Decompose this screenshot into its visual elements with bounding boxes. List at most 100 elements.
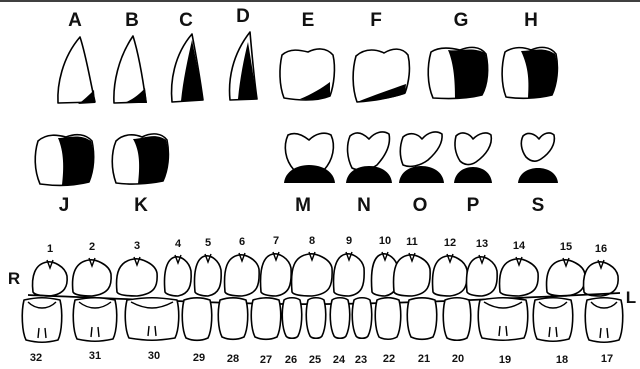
stage-label-e: E — [302, 10, 315, 31]
upper-tooth — [500, 257, 539, 296]
tooth-stage-d — [230, 32, 257, 100]
lower-tooth — [251, 298, 280, 340]
upper-tooth-number: 1 — [47, 243, 53, 255]
lower-tooth — [125, 298, 178, 341]
tooth-stage-f — [353, 49, 409, 102]
stage-label-k: K — [134, 195, 148, 216]
stage-label-j: J — [59, 195, 70, 216]
side-label-right: R — [8, 269, 20, 288]
upper-tooth — [33, 260, 68, 296]
lower-tooth-number: 24 — [333, 354, 346, 366]
stage-label-c: C — [179, 10, 193, 31]
lower-tooth — [22, 298, 61, 343]
upper-tooth — [547, 258, 586, 296]
lower-tooth-number: 25 — [309, 354, 321, 366]
tooth-stage-e — [280, 49, 334, 100]
tooth-stage-c — [172, 34, 203, 102]
upper-tooth-number: 2 — [89, 241, 95, 253]
upper-tooth — [394, 253, 431, 296]
stage-label-a: A — [68, 10, 82, 31]
lower-tooth-number: 27 — [260, 354, 272, 366]
side-label-left: L — [626, 288, 636, 307]
upper-tooth — [334, 252, 365, 296]
tooth-stage-h — [502, 47, 557, 98]
upper-tooth-number: 8 — [309, 235, 315, 247]
lower-tooth-number: 21 — [418, 353, 430, 365]
stage-label-n: N — [357, 195, 371, 216]
lower-tooth-number: 18 — [556, 354, 568, 366]
upper-tooth — [467, 255, 498, 296]
tooth-stage-k — [112, 134, 168, 184]
tooth-stage-m — [284, 133, 335, 183]
stage-label-d: D — [236, 6, 250, 27]
lower-tooth — [443, 298, 470, 341]
lower-tooth — [585, 298, 622, 343]
lower-tooth-number: 30 — [148, 350, 160, 362]
lower-tooth — [306, 298, 325, 339]
upper-tooth-number: 13 — [476, 238, 488, 250]
lower-tooth-number: 22 — [383, 353, 395, 365]
lower-arch — [22, 298, 622, 343]
upper-tooth — [117, 257, 158, 296]
upper-tooth-number: 10 — [379, 235, 391, 247]
stage-label-o: O — [413, 195, 428, 216]
lower-tooth — [478, 298, 527, 341]
lower-tooth-number: 19 — [499, 354, 511, 366]
lower-tooth-number: 28 — [227, 353, 239, 365]
lower-tooth-number: 26 — [285, 354, 297, 366]
upper-tooth — [194, 254, 221, 296]
upper-tooth — [164, 255, 191, 296]
lower-tooth — [330, 298, 349, 339]
stage-label-b: B — [125, 10, 139, 31]
lower-tooth-number: 23 — [355, 354, 367, 366]
upper-tooth-number: 3 — [134, 240, 140, 252]
tooth-stage-n — [346, 132, 392, 183]
upper-tooth — [225, 253, 260, 296]
upper-tooth-number: 6 — [239, 236, 245, 248]
tooth-stage-b — [114, 36, 147, 103]
tooth-stage-j — [35, 135, 93, 186]
lower-tooth-number: 20 — [452, 353, 464, 365]
lower-tooth — [407, 298, 436, 340]
tooth-stage-s — [518, 133, 558, 183]
tooth-stage-o — [399, 132, 444, 183]
stage-label-h: H — [524, 10, 538, 31]
upper-tooth — [292, 252, 333, 296]
stage-label-m: M — [295, 195, 311, 216]
stage-label-f: F — [370, 10, 382, 31]
tooth-stage-p — [454, 133, 492, 183]
lower-tooth-number: 17 — [601, 353, 613, 365]
upper-tooth-number: 11 — [406, 236, 418, 248]
upper-tooth — [261, 252, 292, 296]
lower-tooth-number: 31 — [89, 350, 101, 362]
stage-label-p: P — [467, 195, 480, 216]
lower-tooth-numbers: 32 31 30 29 28 27 26 25 24 23 22 21 20 19 18 17 — [30, 350, 613, 366]
tooth-stage-g — [428, 47, 487, 98]
upper-tooth-number: 12 — [444, 237, 456, 249]
stage-label-s: S — [532, 195, 545, 216]
lower-tooth — [182, 298, 211, 341]
lower-tooth — [73, 298, 116, 342]
upper-tooth-number: 14 — [513, 240, 526, 252]
lower-tooth-number: 32 — [30, 352, 42, 364]
lower-tooth — [375, 298, 400, 340]
upper-arch — [33, 252, 619, 296]
upper-tooth — [73, 258, 112, 296]
upper-tooth-number: 15 — [560, 241, 572, 253]
upper-tooth-number: 9 — [346, 235, 352, 247]
stage-label-g: G — [454, 10, 469, 31]
lower-tooth — [218, 298, 247, 340]
lower-tooth-number: 29 — [193, 352, 205, 364]
lower-tooth — [352, 298, 371, 339]
upper-tooth-number: 7 — [273, 235, 279, 247]
upper-tooth-number: 4 — [175, 238, 182, 250]
lower-tooth — [533, 298, 572, 342]
upper-tooth-numbers: 12345678910111213141516 — [47, 235, 607, 255]
upper-tooth-number: 5 — [205, 237, 211, 249]
tooth-stage-a — [58, 37, 95, 104]
upper-tooth — [433, 254, 468, 296]
upper-tooth-number: 16 — [595, 243, 607, 255]
upper-tooth — [584, 260, 619, 296]
lower-tooth — [282, 298, 301, 339]
